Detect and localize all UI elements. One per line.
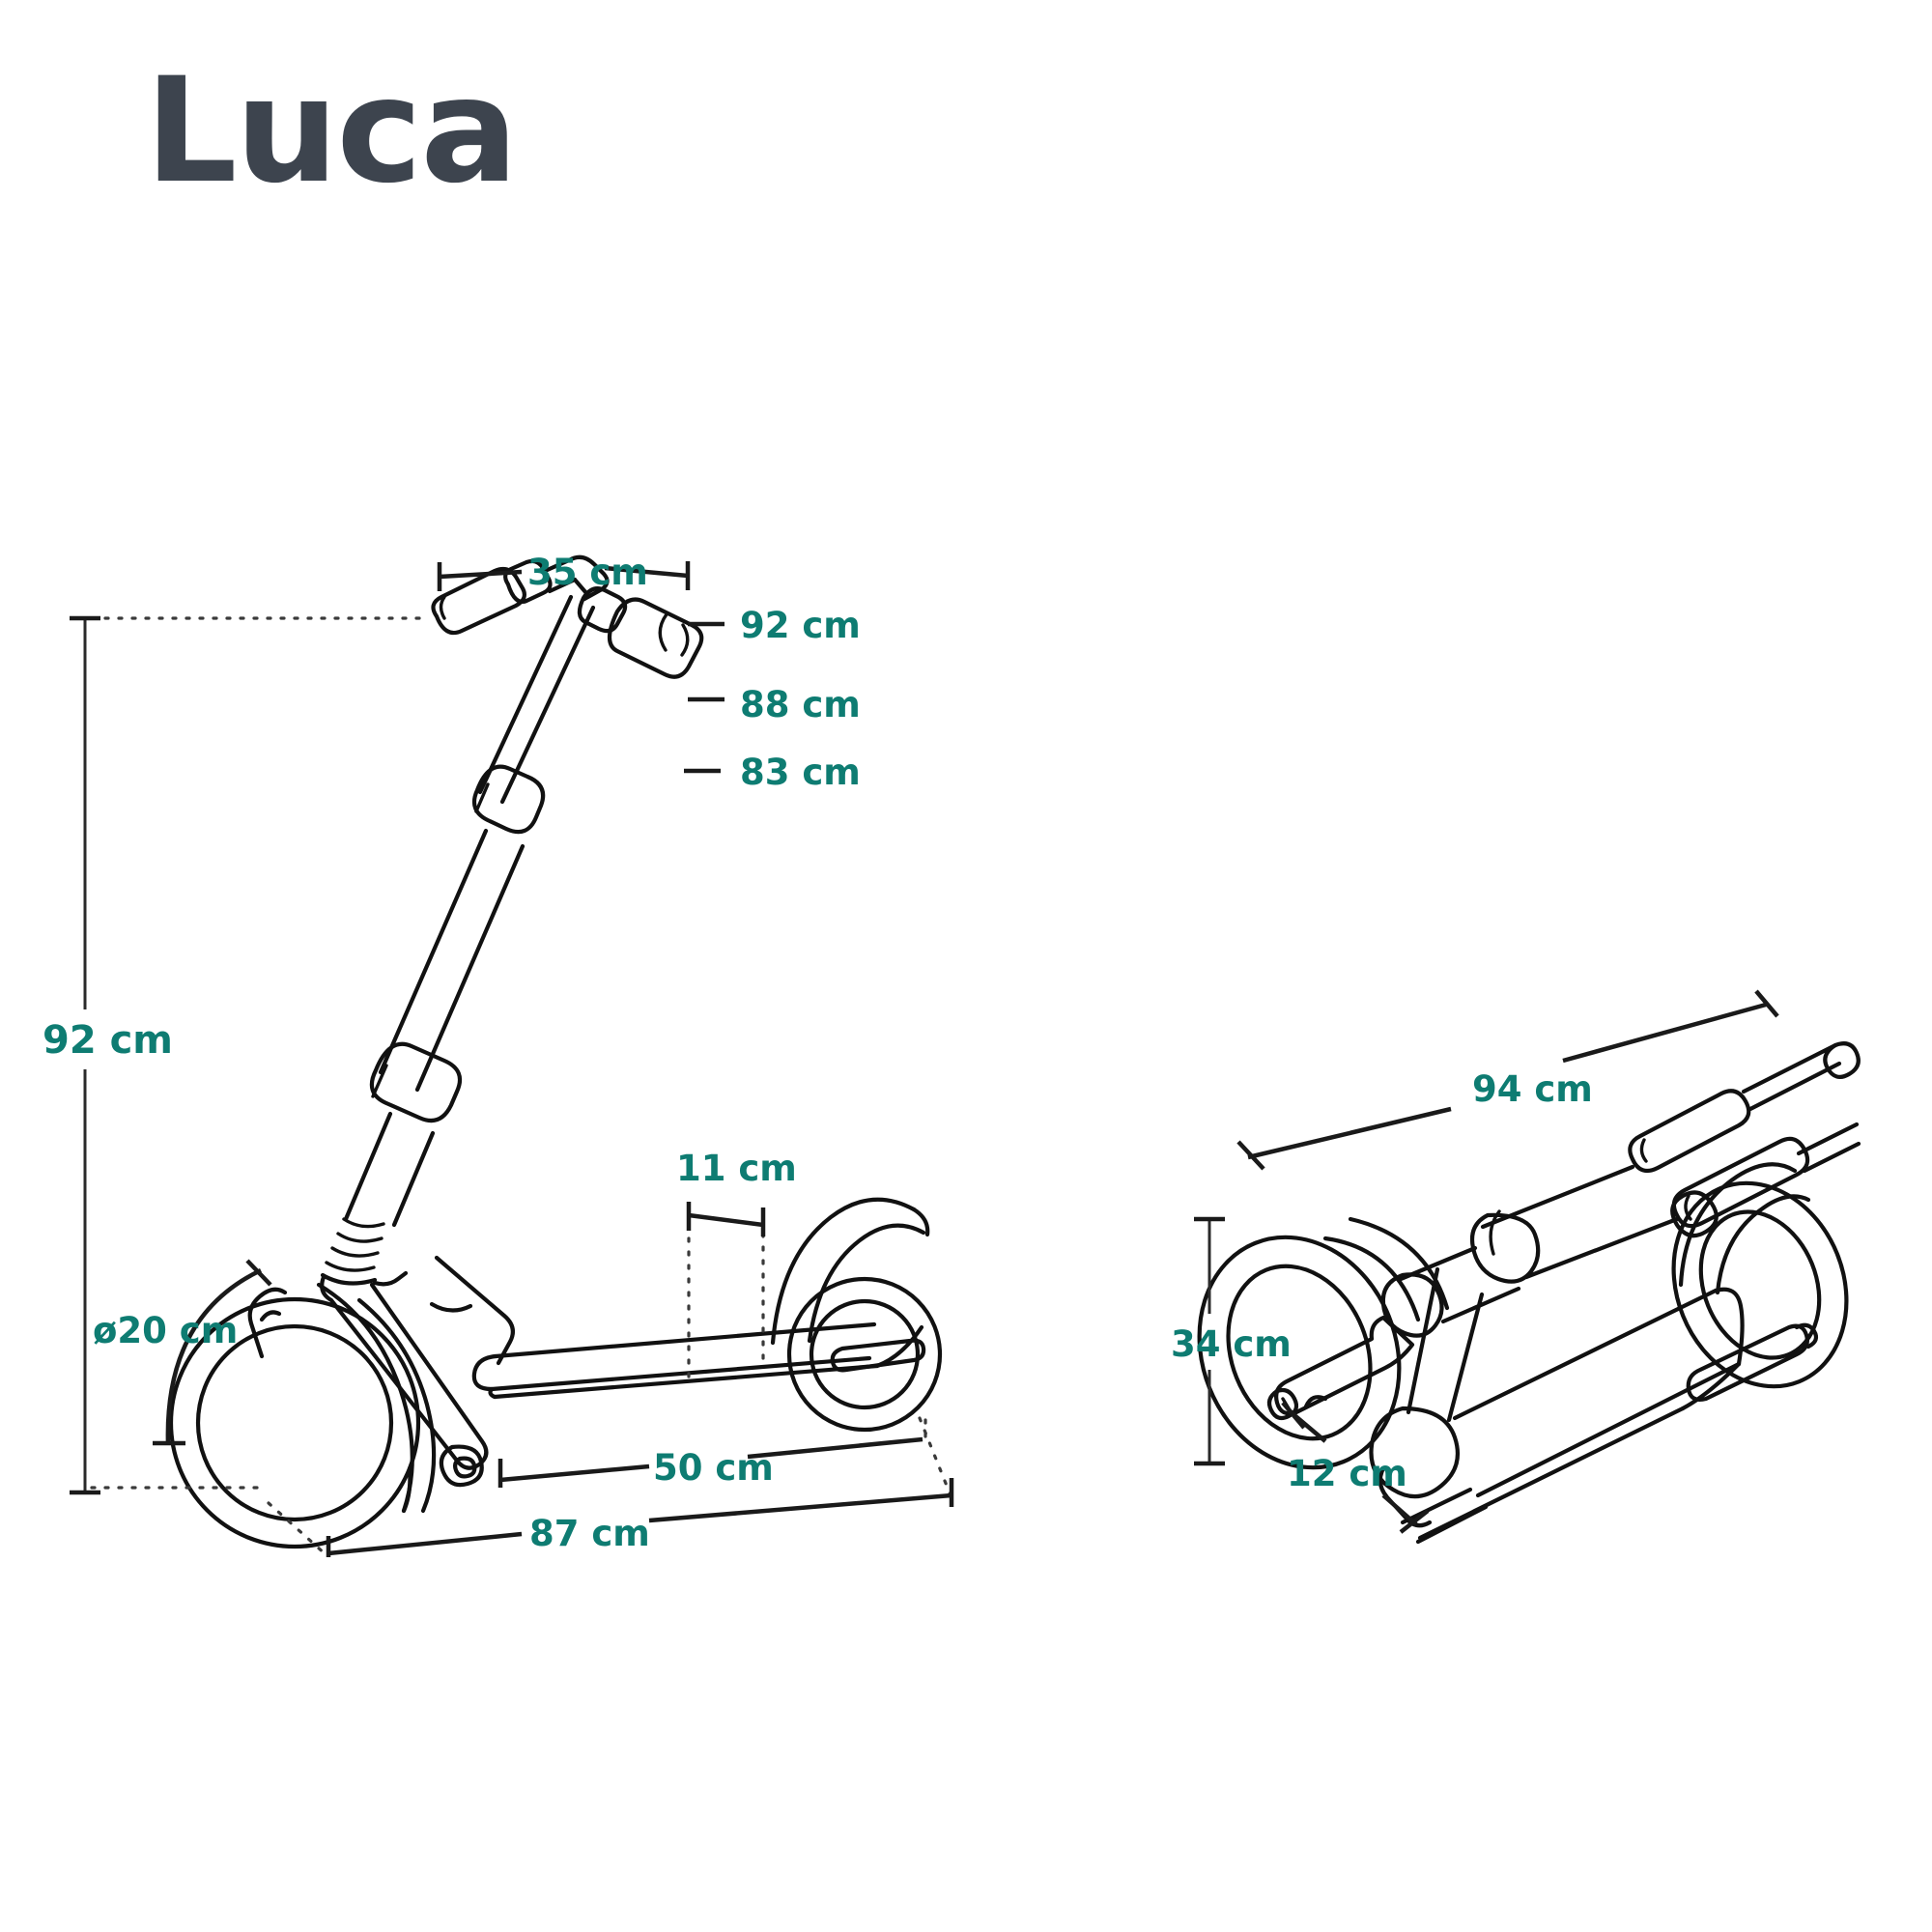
dimension-folded-height: 34 cm bbox=[1171, 1216, 1292, 1466]
dimension-height-ticks: 92 cm 88 cm 83 cm bbox=[684, 605, 861, 793]
dimension-total-height: 92 cm bbox=[25, 615, 427, 1495]
dimension-label-11cm: 11 cm bbox=[676, 1148, 797, 1189]
dimension-folded-length: 94 cm bbox=[1236, 989, 1779, 1171]
dimension-label-diameter-20cm: ø20 cm bbox=[93, 1310, 238, 1351]
dimension-label-92cm-height: 92 cm bbox=[43, 1018, 173, 1063]
dimension-label-34cm: 34 cm bbox=[1171, 1323, 1292, 1365]
dimension-handlebar-width: 35 cm bbox=[437, 552, 691, 593]
folded-rear-wheel bbox=[1671, 1162, 1849, 1402]
dimension-label-94cm: 94 cm bbox=[1472, 1068, 1593, 1110]
dimension-label-35cm: 35 cm bbox=[527, 552, 648, 593]
dimension-label-92cm-tick: 92 cm bbox=[740, 605, 861, 646]
dimension-deck-height: 11 cm bbox=[676, 1148, 797, 1383]
dimension-folded-width: 12 cm bbox=[1281, 1401, 1430, 1534]
dimension-total-length: 87 cm bbox=[267, 1416, 954, 1557]
folded-deck bbox=[1417, 1287, 1745, 1541]
rear-wheel-assembly bbox=[770, 1197, 943, 1433]
dimension-label-83cm-tick: 83 cm bbox=[740, 752, 861, 793]
folded-view-group: 94 cm 34 cm 12 cm bbox=[1171, 989, 1861, 1545]
dimension-label-87cm: 87 cm bbox=[529, 1513, 650, 1554]
steering-stem bbox=[320, 594, 596, 1286]
side-view-group: 35 cm 92 cm 88 cm 83 cm 92 cm bbox=[25, 552, 954, 1557]
front-wheel bbox=[168, 1296, 421, 1549]
page-title: Luca bbox=[145, 47, 519, 215]
dimension-deck-length: 50 cm bbox=[497, 1418, 927, 1489]
dimension-label-88cm-tick: 88 cm bbox=[740, 684, 861, 725]
dimension-label-12cm: 12 cm bbox=[1287, 1453, 1407, 1494]
dimension-wheel-diameter: ø20 cm bbox=[93, 1259, 272, 1446]
dimension-label-50cm: 50 cm bbox=[653, 1447, 774, 1489]
